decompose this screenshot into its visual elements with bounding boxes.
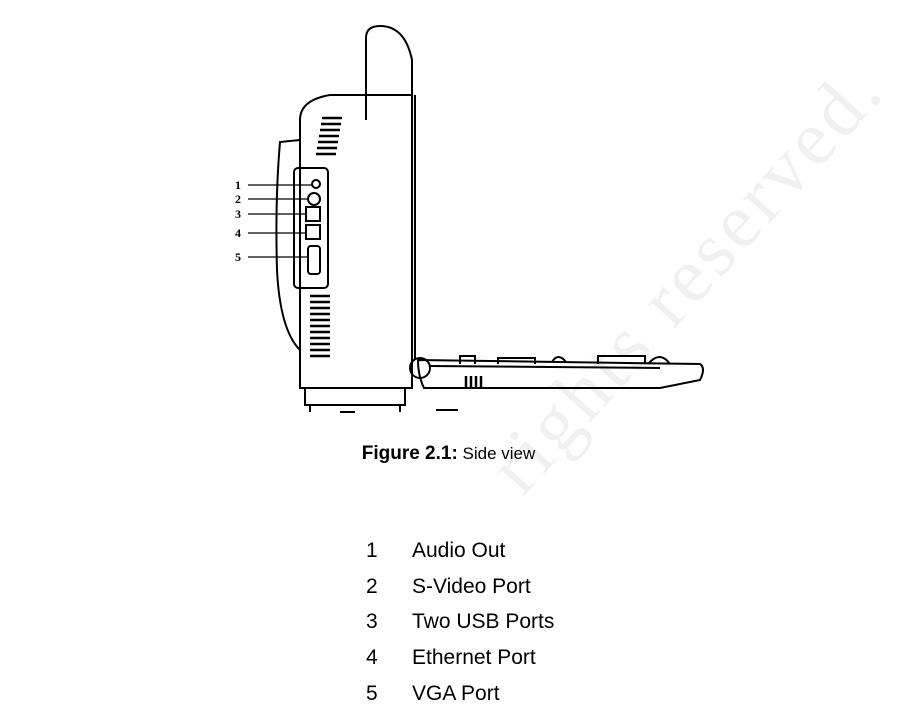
callout-5: 5 bbox=[235, 250, 241, 264]
legend-item: 4 Ethernet Port bbox=[366, 646, 536, 672]
legend-label: Ethernet Port bbox=[412, 646, 536, 669]
callout-2: 2 bbox=[235, 192, 241, 206]
caption-label: Figure 2.1: bbox=[361, 443, 458, 464]
legend-number: 4 bbox=[366, 646, 378, 669]
callout-3: 3 bbox=[235, 207, 241, 221]
figure-caption: Figure 2.1: Side view bbox=[0, 443, 897, 465]
legend-item: 1 Audio Out bbox=[366, 539, 505, 565]
legend-number: 5 bbox=[366, 682, 378, 705]
legend-item: 2 S-Video Port bbox=[366, 575, 531, 601]
legend-number: 3 bbox=[366, 610, 378, 633]
legend-label: Two USB Ports bbox=[412, 610, 555, 633]
caption-text: Side view bbox=[457, 444, 536, 463]
legend-label: S-Video Port bbox=[412, 575, 531, 598]
legend-item: 3 Two USB Ports bbox=[366, 610, 554, 636]
legend-number: 1 bbox=[366, 539, 378, 562]
callout-4: 4 bbox=[235, 226, 241, 240]
legend-item: 5 VGA Port bbox=[366, 682, 500, 708]
side-view-drawing bbox=[248, 24, 704, 413]
legend-number: 2 bbox=[366, 575, 378, 598]
callout-1: 1 bbox=[235, 178, 241, 192]
legend-label: VGA Port bbox=[412, 682, 500, 705]
legend-label: Audio Out bbox=[412, 539, 506, 562]
